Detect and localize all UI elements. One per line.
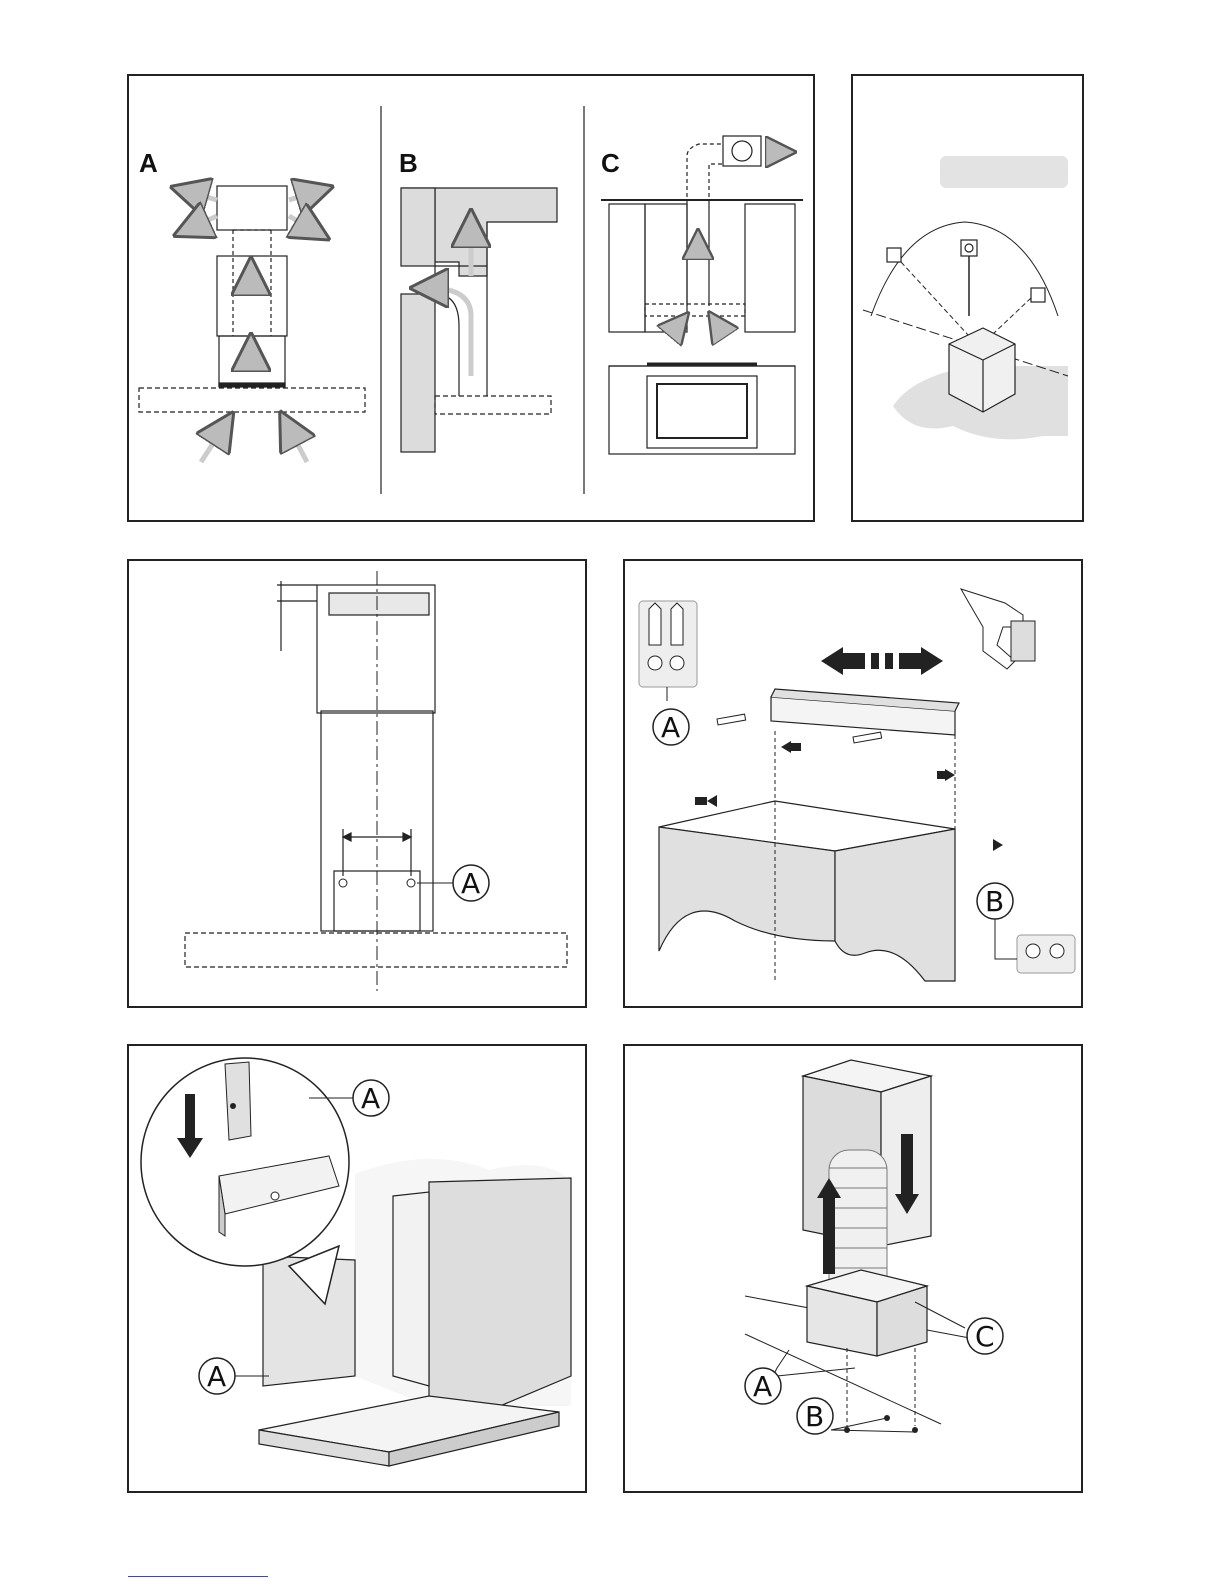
callout-a-letter: A: [461, 867, 480, 900]
callout-a-letter: A: [753, 1370, 772, 1403]
callout-a-lower-letter: A: [207, 1360, 226, 1393]
base-frame: [259, 1396, 559, 1466]
ventilation-modes-drawing: A B C: [129, 76, 817, 524]
panel-ceiling-measurement: A: [127, 559, 587, 1008]
duct-installation-drawing: C A B: [625, 1046, 1085, 1495]
mode-label-c: C: [601, 148, 620, 178]
airflow-arrows-a: [189, 192, 315, 462]
zoom-detail: [141, 1058, 349, 1304]
motor-box: [949, 328, 1015, 412]
callout-a-letter: A: [661, 711, 680, 744]
callout-c-letter: C: [975, 1320, 995, 1353]
airflow-arrows-c: [669, 152, 781, 336]
mode-c-external-motor: [601, 136, 803, 454]
footer-link-line: [128, 1576, 268, 1577]
panel-duct-installation: C A B: [623, 1044, 1083, 1493]
mode-label-a: A: [139, 148, 158, 178]
panel-bracket-fixing: A B: [623, 559, 1083, 1008]
mode-label-b: B: [399, 148, 418, 178]
callout-a-letter: A: [361, 1082, 380, 1115]
mounting-bracket: [771, 689, 959, 735]
blank-note-box: [940, 156, 1068, 188]
bracket-fixing-drawing: A B: [625, 561, 1085, 1010]
slide-arrows: [821, 647, 943, 675]
electrical-connection-drawing: [853, 76, 1086, 524]
callout-b-letter: B: [805, 1400, 824, 1433]
panel-ventilation-modes: A B C: [127, 74, 815, 522]
chimney-frame-drawing: A A: [129, 1046, 589, 1495]
panel-electrical-connection: [851, 74, 1084, 522]
callout-b-letter: B: [985, 885, 1004, 918]
wall-plug-icon: [639, 601, 697, 687]
motor-housing: [807, 1270, 927, 1356]
ceiling-measurement-drawing: A: [129, 561, 589, 1010]
mode-b-wall-duct: [401, 188, 557, 452]
hood-box: [659, 801, 955, 981]
screw-icon: [1017, 935, 1075, 973]
drill-icon: [961, 589, 1035, 669]
chimney-outline: [185, 581, 567, 967]
mode-a-recirculation-hood: [139, 186, 365, 412]
panel-chimney-frame: A A: [127, 1044, 587, 1493]
